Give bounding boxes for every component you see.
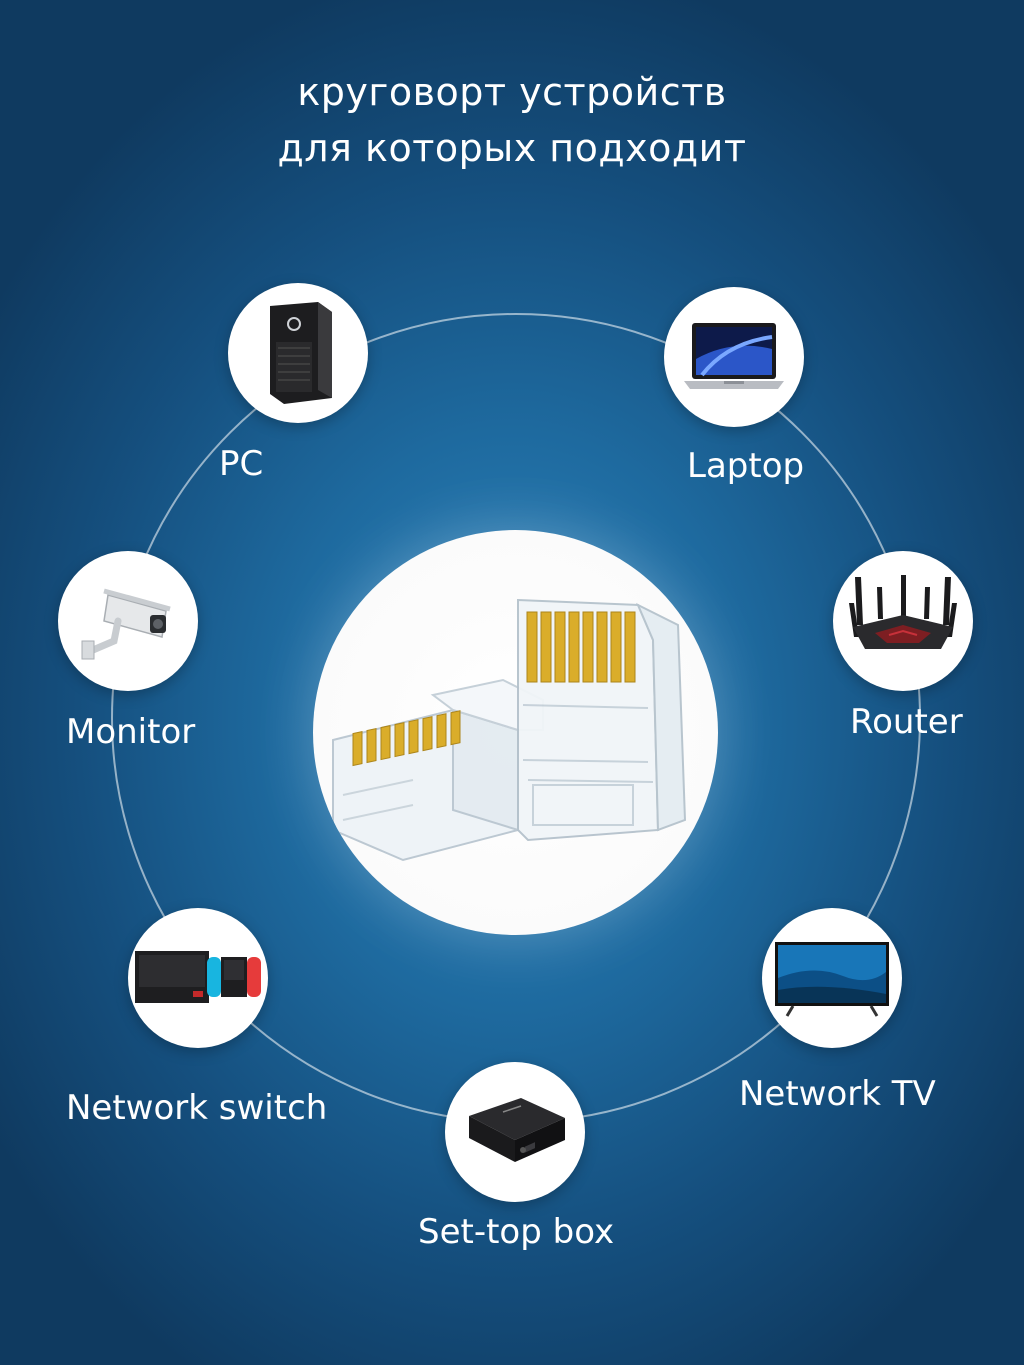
security-camera-icon	[81, 588, 171, 660]
device-label-network-switch: Network switch	[66, 1088, 328, 1128]
title-line-1: круговорт устройств	[297, 70, 727, 114]
device-router[interactable]	[833, 551, 973, 691]
device-label-pc: PC	[219, 444, 264, 484]
center-product	[313, 530, 718, 935]
game-console-icon	[135, 951, 261, 1003]
device-laptop[interactable]	[664, 287, 804, 427]
set-top-box-icon	[469, 1098, 565, 1162]
laptop-icon	[684, 323, 784, 389]
tv-icon	[775, 942, 889, 1017]
device-label-set-top-box: Set-top box	[418, 1212, 615, 1252]
title-line-2: для которых подходит	[277, 126, 747, 170]
rj45-connector-icon	[332, 598, 687, 862]
device-set-top-box[interactable]	[445, 1062, 585, 1202]
device-label-monitor: Monitor	[66, 712, 196, 752]
router-icon	[849, 575, 957, 649]
device-label-router: Router	[850, 702, 963, 742]
device-pc[interactable]	[228, 283, 368, 423]
device-network-switch[interactable]	[128, 908, 268, 1048]
device-label-network-tv: Network TV	[739, 1074, 936, 1114]
desktop-tower-icon	[270, 302, 332, 404]
device-network-tv[interactable]	[762, 908, 902, 1048]
device-monitor[interactable]	[58, 551, 198, 691]
device-label-laptop: Laptop	[687, 446, 805, 486]
page-title: круговорт устройств для которых подходит	[0, 64, 1024, 176]
